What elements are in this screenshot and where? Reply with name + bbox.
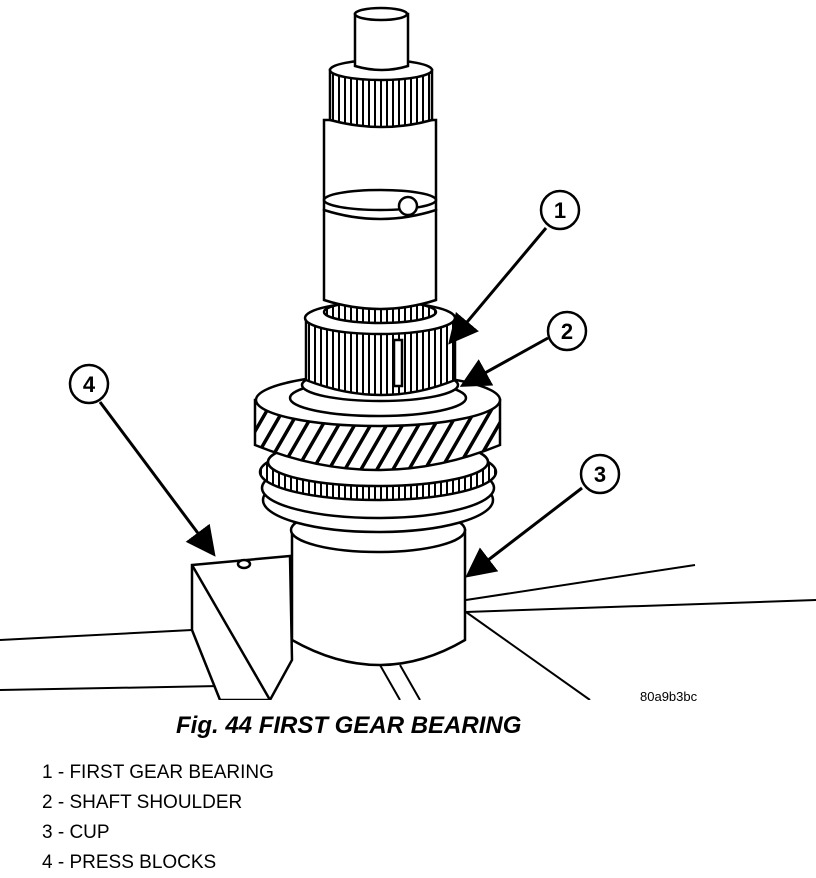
legend: 1 - FIRST GEAR BEARING 2 - SHAFT SHOULDE…	[42, 758, 274, 878]
callout-3: 3	[579, 453, 621, 495]
press-frame	[0, 564, 816, 700]
callout-4: 4	[68, 363, 110, 405]
leader-1	[448, 227, 548, 345]
main-shaft	[322, 6, 438, 311]
first-gear-bearing-illustration: 1 2 3 4	[0, 6, 816, 700]
leader-2	[459, 336, 549, 387]
legend-item: 1 - FIRST GEAR BEARING	[42, 762, 274, 783]
svg-text:3: 3	[594, 462, 606, 487]
leader-3	[465, 486, 583, 578]
image-code: 80a9b3bc	[640, 689, 698, 704]
callout-1: 1	[539, 189, 581, 231]
svg-text:4: 4	[83, 372, 96, 397]
press-blocks	[190, 554, 294, 700]
first-gear-bearing	[303, 299, 457, 397]
callout-2: 2	[546, 310, 588, 352]
svg-text:1: 1	[554, 198, 566, 223]
leader-4	[98, 401, 216, 557]
legend-item: 2 - SHAFT SHOULDER	[42, 792, 243, 813]
legend-item: 4 - PRESS BLOCKS	[42, 852, 217, 873]
svg-text:2: 2	[561, 319, 573, 344]
callout-leaders	[98, 227, 583, 578]
legend-item: 3 - CUP	[42, 822, 110, 843]
figure-caption: Fig. 44 FIRST GEAR BEARING	[176, 712, 522, 739]
